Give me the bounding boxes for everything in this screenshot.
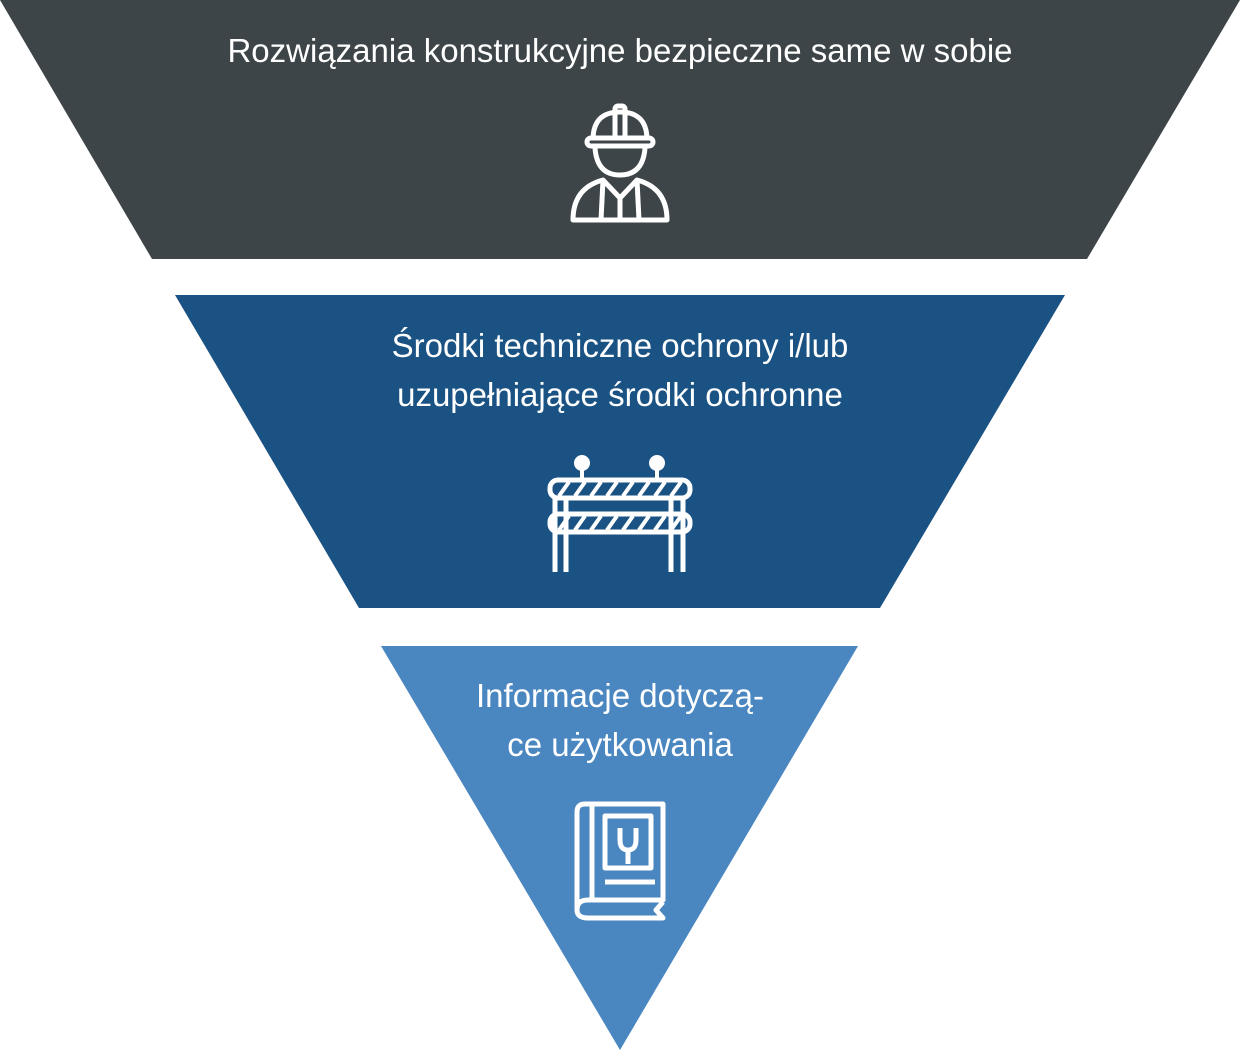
level-3-label-line1: Informacje dotyczą- [476,677,764,714]
level-2-shape [175,295,1065,608]
worker-hardhat-icon [570,103,670,223]
level-3-label-line2: ce użytkowania [507,726,733,763]
manual-book-wrench-icon [574,801,666,921]
barrier-icon [547,455,693,572]
level-2-label-line1: Środki techniczne ochrony i/lub [391,327,849,364]
level-2-label-line2: uzupełniające środki ochronne [397,376,843,413]
level-3-label: Informacje dotyczą- ce użytkowania [0,671,1240,769]
level-2-label: Środki techniczne ochrony i/lub uzupełni… [0,321,1240,419]
level-1-label: Rozwiązania konstrukcyjne bezpieczne sam… [227,32,1013,69]
level-1-shape [0,0,1240,259]
